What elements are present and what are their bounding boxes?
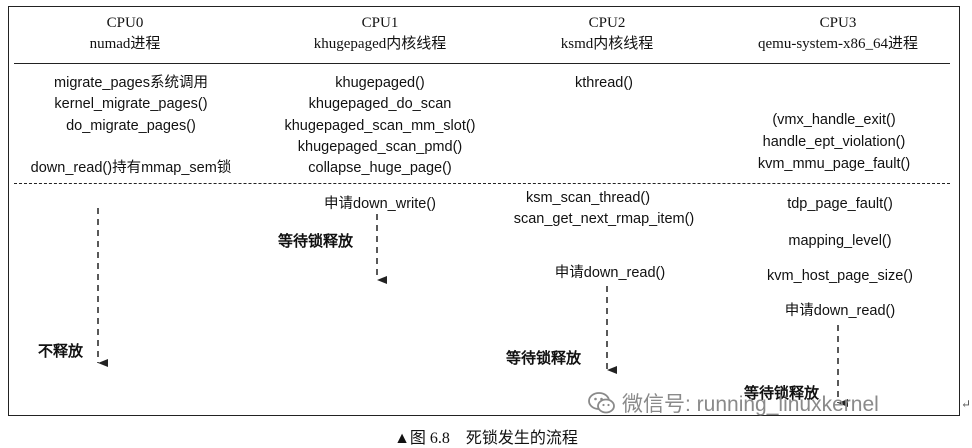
cpu1-wait-label: 等待锁释放	[278, 234, 354, 250]
header-divider	[14, 63, 950, 64]
cpu3-wait-label: 等待锁释放	[744, 386, 820, 402]
cpu1-subtitle: khugepaged内核线程	[313, 36, 447, 52]
cpu2-call-2: ksm_scan_thread()	[525, 190, 651, 206]
cpu0-call-1: migrate_pages系统调用	[54, 75, 208, 91]
cpu3-request: 申请down_read()	[784, 303, 896, 319]
cpu2-wait-label: 等待锁释放	[506, 351, 582, 367]
cpu2-subtitle: ksmd内核线程	[560, 36, 654, 52]
cpu2-call-3: scan_get_next_rmap_item()	[513, 211, 695, 227]
cpu2-title: CPU2	[588, 15, 626, 31]
cpu3-call-3: kvm_mmu_page_fault()	[757, 156, 911, 172]
cpu3-call-1: (vmx_handle_exit()	[772, 112, 896, 128]
dashed-divider	[14, 183, 950, 184]
cpu2-request: 申请down_read()	[554, 265, 666, 281]
cpu0-title: CPU0	[106, 15, 144, 31]
figure-caption: ▲图 6.8 死锁发生的流程	[394, 430, 578, 447]
cpu1-request: 申请down_write()	[324, 196, 436, 212]
cpu3-title: CPU3	[819, 15, 857, 31]
watermark-text: 微信号: running_linuxkernel	[622, 393, 879, 416]
cpu1-call-3: khugepaged_scan_mm_slot()	[284, 118, 476, 134]
cpu2-call-1: kthread()	[574, 75, 634, 91]
cpu1-call-1: khugepaged()	[335, 75, 425, 91]
diagram-frame	[8, 6, 960, 416]
cpu1-title: CPU1	[361, 15, 399, 31]
cpu3-subtitle: qemu-system-x86_64进程	[758, 36, 918, 52]
cpu3-call-6: kvm_host_page_size()	[767, 268, 913, 284]
cpu3-call-4: tdp_page_fault()	[787, 196, 893, 212]
cpu1-call-2: khugepaged_do_scan	[308, 96, 452, 112]
return-mark-icon: ↵	[961, 397, 972, 411]
cpu1-call-5: collapse_huge_page()	[308, 160, 452, 176]
cpu0-wait-label: 不释放	[38, 344, 84, 360]
cpu3-call-5: mapping_level()	[788, 233, 892, 249]
cpu0-subtitle: numad进程	[89, 36, 161, 52]
wechat-icon	[588, 392, 615, 414]
watermark: 微信号: running_linuxkernel	[588, 389, 879, 417]
cpu1-call-4: khugepaged_scan_pmd()	[297, 139, 463, 155]
cpu0-call-4: down_read()持有mmap_sem锁	[30, 160, 232, 176]
cpu0-call-2: kernel_migrate_pages()	[54, 96, 208, 112]
cpu0-call-3: do_migrate_pages()	[66, 118, 196, 134]
cpu3-call-2: handle_ept_violation()	[762, 134, 906, 150]
